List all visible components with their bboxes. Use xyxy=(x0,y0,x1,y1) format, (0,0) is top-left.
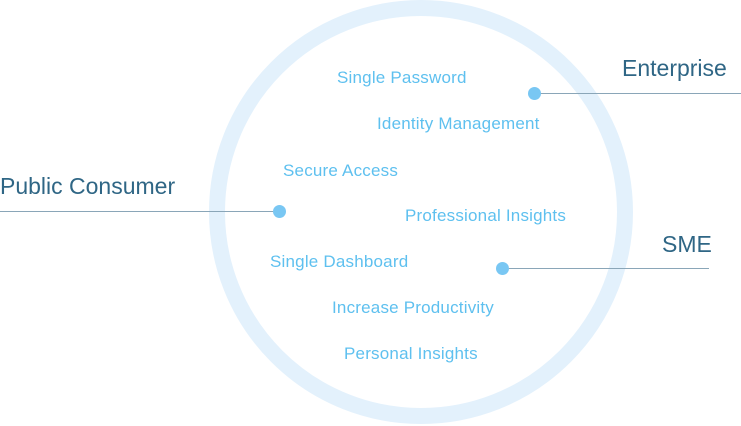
feature-secure-access: Secure Access xyxy=(283,161,399,180)
connector-line-sme xyxy=(502,268,709,269)
feature-increase-productivity: Increase Productivity xyxy=(332,298,494,317)
segment-label-enterprise: Enterprise xyxy=(622,55,727,81)
connector-dot-enterprise xyxy=(528,87,541,100)
connector-line-enterprise xyxy=(534,93,741,94)
connector-dot-public-consumer xyxy=(273,205,286,218)
segment-label-sme: SME xyxy=(662,231,712,257)
feature-professional-insights: Professional Insights xyxy=(405,206,567,225)
connector-dot-sme xyxy=(496,262,509,275)
segment-label-public-consumer: Public Consumer xyxy=(0,173,176,199)
feature-single-password: Single Password xyxy=(337,68,467,87)
feature-single-dashboard: Single Dashboard xyxy=(270,252,409,271)
feature-identity-management: Identity Management xyxy=(377,114,540,133)
feature-personal-insights: Personal Insights xyxy=(344,344,478,363)
connector-line-public-consumer xyxy=(0,211,279,212)
